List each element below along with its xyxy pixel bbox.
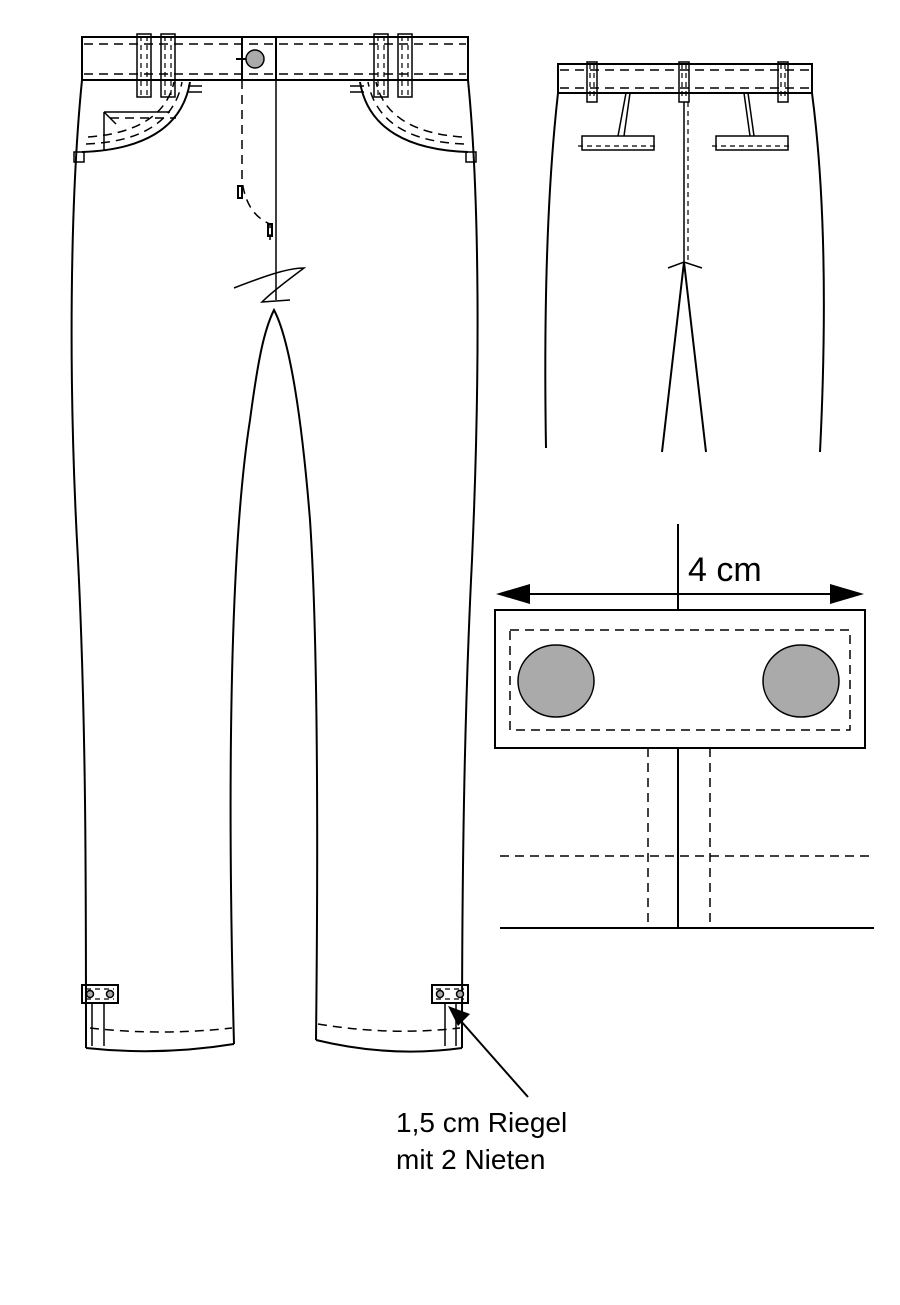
front-view — [70, 33, 479, 1053]
right-hem-tab — [431, 984, 469, 1004]
tab-detail-view — [494, 524, 874, 929]
right-front-pocket — [359, 81, 469, 153]
callout-text-line-2: mit 2 Nieten — [396, 1144, 546, 1175]
callout-arrow — [448, 1006, 529, 1098]
dimension-label: 4 cm — [688, 551, 762, 589]
left-hem-tab — [81, 984, 119, 1004]
front-outline — [70, 79, 479, 1049]
rivet-left — [517, 644, 595, 718]
back-waistband — [557, 63, 813, 94]
left-front-pocket — [81, 81, 191, 153]
fly-stitching — [241, 80, 271, 240]
front-inseam — [229, 307, 319, 1045]
waist-button — [245, 49, 265, 69]
rivet-right — [762, 644, 840, 718]
arrow-head-right — [830, 584, 864, 604]
back-view — [544, 61, 825, 453]
callout-text-line-1: 1,5 cm Riegel — [396, 1107, 568, 1138]
tab-detail — [494, 609, 866, 749]
back-pocket-flaps — [578, 92, 792, 151]
arrow-head-left — [496, 584, 530, 604]
